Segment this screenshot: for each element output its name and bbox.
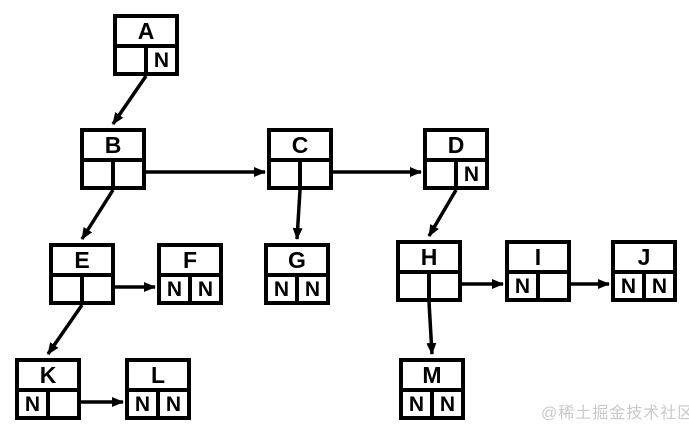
node-I-sibling-pointer xyxy=(540,274,567,298)
node-C-sibling-pointer xyxy=(302,162,329,186)
node-K-label: K xyxy=(19,362,77,392)
node-A-label: A xyxy=(117,18,175,48)
node-J-sibling-pointer: N xyxy=(651,274,668,298)
node-K-pointer-cells: N xyxy=(19,392,77,416)
node-G-child-pointer: N xyxy=(268,277,299,301)
node-J-label: J xyxy=(615,244,673,274)
node-K-child-pointer: N xyxy=(19,392,50,416)
node-H-label: H xyxy=(400,244,458,274)
node-C: C xyxy=(267,128,333,190)
edge-C-G xyxy=(292,189,303,240)
node-H-child-pointer xyxy=(400,274,431,298)
node-B: B xyxy=(80,128,146,190)
node-B-label: B xyxy=(84,132,142,162)
node-F-child-pointer: N xyxy=(161,277,192,301)
edge-H-M xyxy=(426,301,437,355)
node-E-pointer-cells xyxy=(53,277,111,301)
node-I-child-pointer: N xyxy=(509,274,540,298)
node-C-pointer-cells xyxy=(271,162,329,186)
node-L-label: L xyxy=(129,362,187,392)
node-C-child-pointer xyxy=(271,162,302,186)
node-B-child-pointer xyxy=(84,162,115,186)
node-H-pointer-cells xyxy=(400,274,458,298)
edges-group xyxy=(46,75,610,407)
watermark: @稀土掘金技术社区 xyxy=(541,405,689,422)
node-I-pointer-cells: N xyxy=(509,274,567,298)
node-A-pointer-cells: N xyxy=(117,48,175,72)
node-M-sibling-pointer: N xyxy=(439,392,456,416)
node-D-label: D xyxy=(427,132,485,162)
node-A-sibling-pointer: N xyxy=(153,48,170,72)
node-E: E xyxy=(49,243,115,305)
node-G-sibling-pointer: N xyxy=(304,277,321,301)
edge-E-K xyxy=(46,304,84,355)
node-C-label: C xyxy=(271,132,329,162)
node-F-label: F xyxy=(161,247,219,277)
node-B-sibling-pointer xyxy=(115,162,142,186)
node-E-sibling-pointer xyxy=(84,277,111,301)
edge-A-B xyxy=(111,75,148,125)
node-E-child-pointer xyxy=(53,277,84,301)
node-H-sibling-pointer xyxy=(431,274,458,298)
node-B-pointer-cells xyxy=(84,162,142,186)
node-A-child-pointer xyxy=(117,48,148,72)
edge-D-H xyxy=(427,189,458,237)
node-D-child-pointer xyxy=(427,162,458,186)
node-M-label: M xyxy=(403,362,461,392)
node-E-label: E xyxy=(53,247,111,277)
node-I-label: I xyxy=(509,244,567,274)
node-L-sibling-pointer: N xyxy=(165,392,182,416)
edge-B-E xyxy=(80,189,115,240)
node-G-label: G xyxy=(268,247,326,277)
node-L-child-pointer: N xyxy=(129,392,160,416)
node-D-pointer-cells: N xyxy=(427,162,485,186)
node-D-sibling-pointer: N xyxy=(463,162,480,186)
node-J-child-pointer: N xyxy=(615,274,646,298)
node-K-sibling-pointer xyxy=(50,392,77,416)
node-F-sibling-pointer: N xyxy=(197,277,214,301)
node-M-child-pointer: N xyxy=(403,392,434,416)
node-H: H xyxy=(396,240,462,302)
